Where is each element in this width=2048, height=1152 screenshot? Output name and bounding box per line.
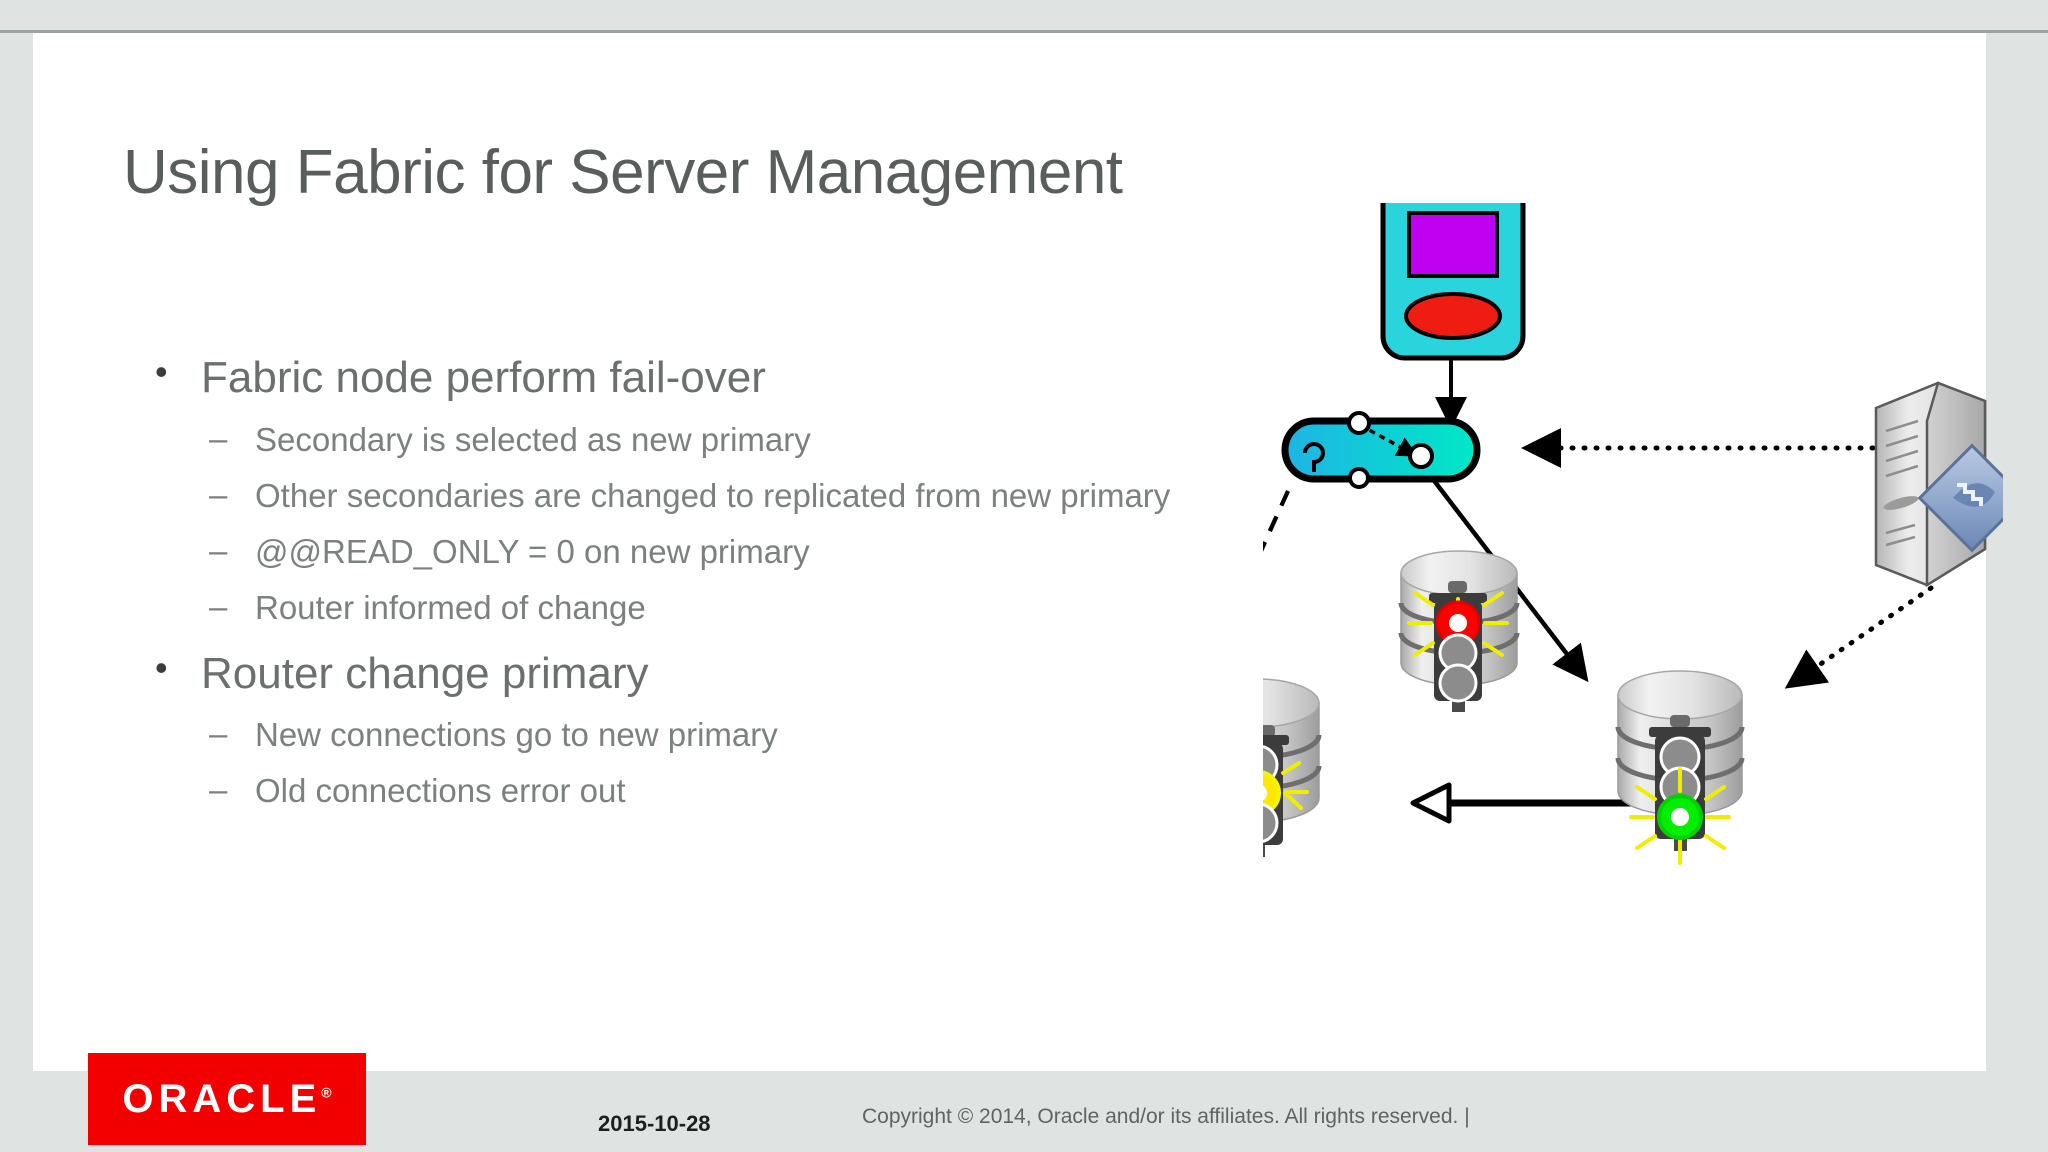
node-management-server [1874,381,2003,588]
router-port-top [1347,411,1371,435]
bullet-item-4: – Router informed of change [143,588,1253,628]
bullet-text: Secondary is selected as new primary [255,420,811,458]
edge-router-to-secondary-path [1263,490,1290,552]
router-port-right [1408,443,1434,469]
top-rule [0,30,2048,33]
bullet-text: @@READ_ONLY = 0 on new primary [255,533,810,571]
bullet-marker: – [209,715,228,753]
node-fabric-router [1281,411,1481,489]
node-client-device [1380,203,1526,361]
bullet-marker: – [209,419,228,457]
signal-yellow [1263,770,1281,816]
bullet-text: New connections go to new primary [255,716,778,754]
bullet-text: Router informed of change [255,589,646,627]
oracle-wordmark: ORACLE® [122,1077,331,1122]
node-database-new-primary [1615,670,1745,865]
oracle-logo: ORACLE® [88,1053,366,1145]
edge-server-to-new-primary [1784,585,1934,689]
traffic-light-yellow [1263,725,1309,857]
bullet-item-7: – Old connections error out [143,771,1253,811]
bullet-group-spacer [143,629,1253,649]
traffic-light-red [1407,581,1509,712]
bullet-item-3: – @@READ_ONLY = 0 on new primary [143,532,1253,572]
bullet-marker: – [209,771,228,809]
bullet-item-1: – Secondary is selected as new primary [143,420,1253,460]
traffic-light-green [1629,715,1731,865]
oracle-wordmark-text: ORACLE [122,1076,322,1121]
footer-date: 2015-10-28 [598,1111,711,1136]
node-database-old-primary [1398,550,1520,712]
bullet-item-0: • Fabric node perform fail-over [143,351,1253,404]
bullet-text: Fabric node perform fail-over [201,353,766,402]
bullet-text: Other secondaries are changed to replica… [255,476,1171,514]
bullet-marker: • [155,646,168,688]
bullet-marker: • [155,351,168,392]
fabric-topology-diagram [1263,203,2003,1063]
node-database-secondary [1263,678,1322,857]
bullet-item-6: – New connections go to new primary [143,715,1253,755]
page-title: Using Fabric for Server Management [123,137,1123,207]
edge-newprimary-arrowhead [1410,782,1452,824]
bullet-item-5: • Router change primary [143,646,1253,700]
bullet-text: Router change primary [201,648,649,698]
bullet-marker: – [209,475,228,513]
server-badge-icon [1917,443,2003,553]
oracle-trademark: ® [321,1084,332,1101]
bullet-marker: – [209,532,228,570]
footer-copyright: Copyright © 2014, Oracle and/or its affi… [862,1105,1470,1128]
bullet-list: • Fabric node perform fail-over – Second… [143,351,1253,812]
bullet-marker: – [209,588,228,626]
bullet-item-2: – Other secondaries are changed to repli… [143,476,1253,516]
slide-canvas: Using Fabric for Server Management • Fab… [33,33,2003,1071]
router-port-bottom [1348,467,1370,489]
bullet-text: Old connections error out [255,772,626,810]
